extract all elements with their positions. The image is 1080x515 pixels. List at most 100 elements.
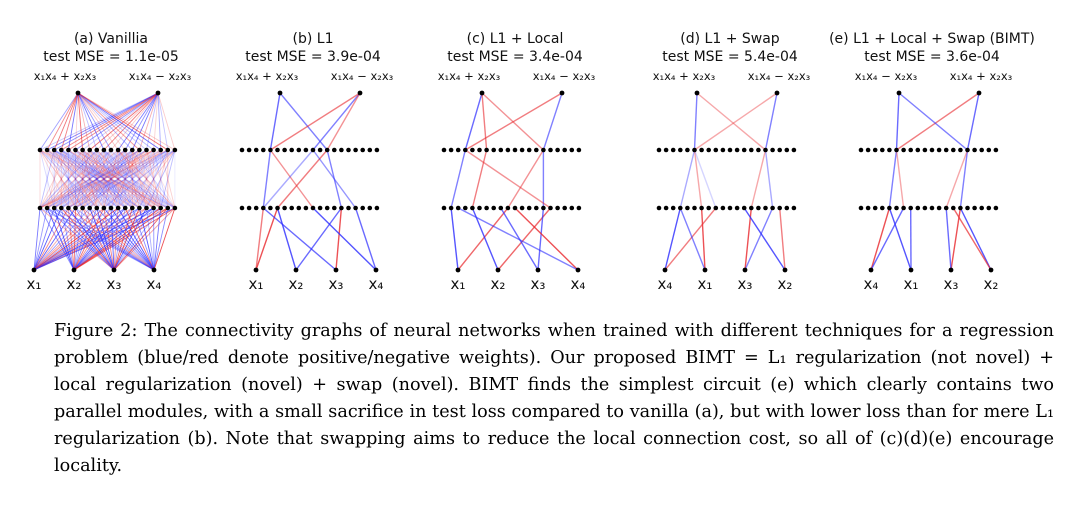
hidden-node [282,205,287,211]
output-label: x₁x₄ + x₂x₃ [437,69,501,83]
connection-edge [464,149,551,209]
hidden-node [763,205,768,211]
connection-edge [39,92,79,151]
hidden-node [268,147,273,153]
panel-l1: (b) L1 test MSE = 3.9e-04 x₁x₄ + x₂x₃ x₁… [210,0,416,300]
connection-edge [82,207,155,271]
hidden-node [936,205,942,211]
output-label: x₁x₄ − x₂x₃ [747,69,811,83]
connection-edge [110,149,126,209]
panel-title: (c) L1 + Local [466,31,564,47]
connection-edge [68,149,154,209]
hidden-node [448,205,454,211]
connection-edge [117,207,155,271]
connection-edge [679,207,706,271]
connection-edge [39,149,83,209]
hidden-node [720,205,726,211]
hidden-node [749,205,754,211]
connection-edge [117,92,159,151]
connection-edge [103,149,147,209]
connection-edge [53,149,126,209]
connection-edge [870,207,891,271]
panel-title: (a) Vanillia [73,31,149,47]
connection-edge [39,149,112,209]
connection-edge [110,149,169,209]
connection-edge [77,92,119,151]
hidden-node [463,205,468,211]
hidden-node [880,147,885,153]
hidden-node [922,147,928,153]
output-label: x₁x₄ + x₂x₃ [235,69,299,83]
connection-edge [68,149,112,209]
connection-edge [33,207,126,271]
connection-edge [312,149,357,209]
connection-edge [113,207,126,271]
connection-edge [46,149,119,209]
hidden-node [51,205,57,211]
hidden-node [51,147,57,153]
hidden-node [360,147,365,153]
hidden-node [915,205,921,211]
connection-edge [39,149,126,209]
connection-edge [75,149,133,209]
connection-edge [507,149,544,209]
connection-edge [73,207,98,271]
connection-edge [53,149,154,209]
connection-edge [46,149,133,209]
connection-edge [693,149,717,209]
hidden-node [692,147,697,153]
connection-edge [764,92,778,151]
hidden-node [519,147,525,153]
hidden-node [699,205,704,211]
connection-edge [82,149,154,209]
input-node [868,267,874,273]
hidden-node [720,147,726,153]
hidden-node [130,147,135,153]
connection-edge [53,92,79,151]
network-graph [858,90,999,273]
hidden-node [158,147,163,153]
hidden-node [491,147,496,153]
connection-edge [945,149,969,209]
input-label: x₁ [248,275,264,293]
connection-edge [82,149,98,209]
hidden-node [880,205,885,211]
connection-edge [96,149,126,209]
connection-edge [61,149,133,209]
hidden-node [59,147,64,153]
input-label: x₃ [328,275,344,293]
connection-edge [96,149,112,209]
hidden-node [151,147,156,153]
connection-edge [700,207,706,271]
hidden-node [172,205,178,211]
hidden-node [727,147,733,153]
connection-edge [96,149,140,209]
hidden-node [463,147,468,153]
connection-edge [53,149,69,209]
connection-edge [61,207,155,271]
output-node [559,90,565,96]
hidden-node [887,205,892,211]
connection-edge [75,149,161,209]
connection-edge [110,149,154,209]
connection-edge [67,92,79,151]
connection-edge [896,92,980,151]
connection-edge [60,149,105,209]
hidden-node [908,147,913,153]
hidden-node [986,205,992,211]
hidden-node [534,205,539,211]
input-label: x₄ [368,275,384,293]
connection-edge [959,149,969,209]
hidden-node [37,147,43,153]
connection-edge [117,149,176,209]
hidden-node [958,147,963,153]
hidden-node [756,205,761,211]
connection-edge [89,149,147,209]
connection-edge [124,207,155,271]
connection-edge [103,207,155,271]
connection-edge [53,149,98,209]
connection-edge [77,92,126,151]
connection-edge [113,207,147,271]
connection-edge [68,207,115,271]
hidden-node [246,205,252,211]
